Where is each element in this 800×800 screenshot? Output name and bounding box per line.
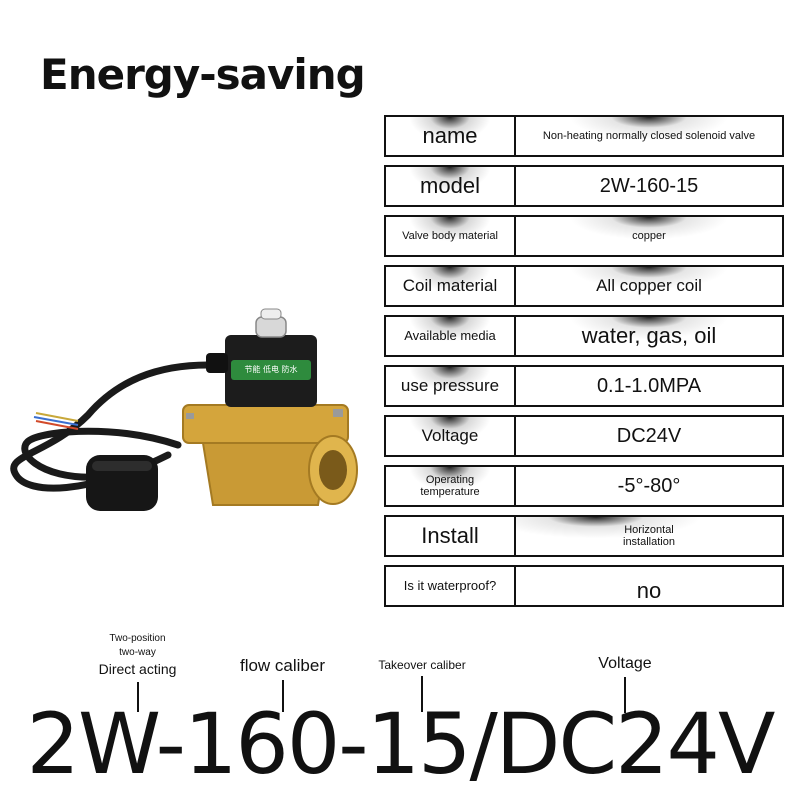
spec-label: Install bbox=[386, 517, 516, 555]
spec-row-available-media: Available media water, gas, oil bbox=[384, 315, 784, 357]
spec-row-model: model 2W-160-15 bbox=[384, 165, 784, 207]
spec-label: model bbox=[386, 167, 516, 205]
spec-value: Horizontal installation bbox=[516, 517, 782, 555]
solenoid-valve-image: 节能 低电 防水 bbox=[10, 308, 358, 511]
spec-label: use pressure bbox=[386, 367, 516, 405]
annotation-voltage: Voltage bbox=[575, 655, 675, 713]
spec-label: name bbox=[386, 117, 516, 155]
annotation-line: Two-position bbox=[109, 633, 166, 644]
spec-row-voltage: Voltage DC24V bbox=[384, 415, 784, 457]
annotation-tick bbox=[281, 680, 284, 712]
spec-row-use-pressure: use pressure 0.1-1.0MPA bbox=[384, 365, 784, 407]
annotation-direct-acting: Two-position two-way Direct acting bbox=[80, 632, 195, 713]
spec-value: DC24V bbox=[616, 425, 682, 447]
spec-label: Coil material bbox=[386, 267, 516, 305]
spec-value: 0.1-1.0MPA bbox=[596, 375, 702, 397]
spec-value: All copper coil bbox=[516, 267, 782, 305]
spec-row-waterproof: Is it waterproof? no bbox=[384, 565, 784, 607]
annotation-line: Voltage bbox=[598, 655, 652, 672]
annotation-takeover-caliber: Takeover caliber bbox=[362, 658, 482, 712]
coil-label-top: 节能 低电 防水 bbox=[244, 364, 297, 374]
spec-label: Valve body material bbox=[386, 217, 516, 255]
spec-value: no bbox=[636, 577, 662, 603]
spec-row-coil-material: Coil material All copper coil bbox=[384, 265, 784, 307]
spec-row-operating-temperature: Operating temperature -5°-80° bbox=[384, 465, 784, 507]
spec-table: name Non-heating normally closed solenoi… bbox=[384, 115, 784, 615]
spec-label-line: Operating bbox=[425, 473, 475, 486]
spec-value-line: installation bbox=[623, 536, 675, 548]
annotation-tick bbox=[421, 676, 423, 712]
annotation-flow-caliber: flow caliber bbox=[225, 656, 340, 712]
spec-label: Operating temperature bbox=[386, 467, 516, 505]
spec-label-line: temperature bbox=[420, 486, 480, 498]
spec-label: Available media bbox=[386, 317, 516, 355]
spec-value: water, gas, oil bbox=[516, 317, 782, 355]
spec-value: copper bbox=[516, 217, 782, 255]
spec-row-name: name Non-heating normally closed solenoi… bbox=[384, 115, 784, 157]
headline: Energy-saving bbox=[40, 50, 366, 99]
annotation-line: Takeover caliber bbox=[378, 658, 466, 672]
spec-value-line: Horizontal bbox=[624, 523, 674, 536]
spec-value: -5°-80° bbox=[617, 475, 681, 497]
annotation-tick bbox=[136, 682, 139, 713]
spec-label: Is it waterproof? bbox=[386, 567, 516, 605]
annotation-tick bbox=[624, 677, 626, 713]
spec-row-valve-body-material: Valve body material copper bbox=[384, 215, 784, 257]
spec-value: Non-heating normally closed solenoid val… bbox=[516, 117, 782, 155]
annotation-line: flow caliber bbox=[239, 656, 326, 675]
model-code: 2W-160-15/DC24V bbox=[26, 695, 776, 793]
spec-value: 2W-160-15 bbox=[599, 175, 699, 197]
annotation-line: Direct acting bbox=[98, 661, 177, 677]
spec-row-install: Install Horizontal installation bbox=[384, 515, 784, 557]
annotation-line: two-way bbox=[119, 647, 156, 658]
spec-label: Voltage bbox=[386, 417, 516, 455]
